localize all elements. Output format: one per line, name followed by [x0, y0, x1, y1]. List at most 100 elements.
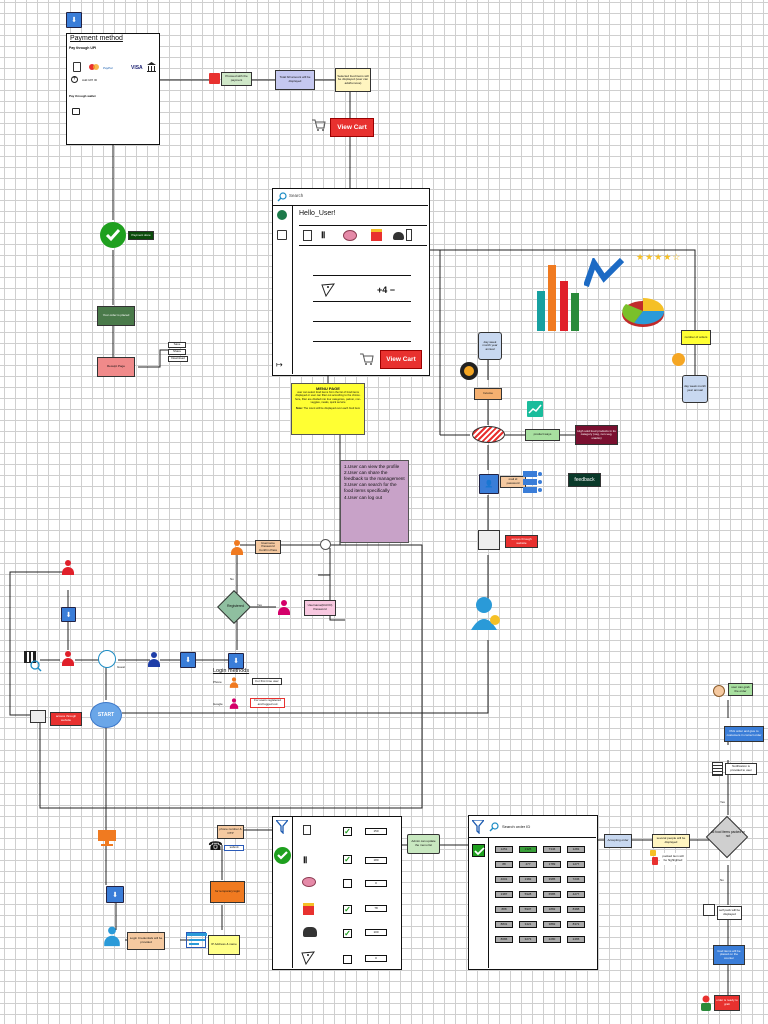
upi-label: Pay through UPI: [69, 46, 97, 50]
fries-icon[interactable]: [371, 229, 382, 241]
drink-cup-icon[interactable]: [303, 230, 312, 241]
kitchen-user-icon: [104, 926, 120, 948]
order-id-cell[interactable]: 5937: [519, 906, 537, 913]
fries-icon: [303, 903, 314, 915]
apply-filter-check-icon[interactable]: [274, 847, 291, 864]
order-id-cell[interactable]: 1789: [543, 861, 561, 868]
filter-checkbox[interactable]: ✓: [343, 827, 352, 836]
order-id-cell[interactable]: 6585: [543, 891, 561, 898]
menu-page-note: MENU PAGE user can select food items fro…: [291, 383, 365, 435]
order-id-cell[interactable]: 8388: [567, 906, 585, 913]
payment-title: Payment method: [70, 35, 123, 42]
menu-note-label: Note:: [295, 406, 303, 410]
order-id-cell[interactable]: 7346: [543, 846, 561, 853]
receipt-option-share[interactable]: Share: [168, 349, 186, 355]
order-id-cell[interactable]: 1382: [519, 876, 537, 883]
scan-search-icon: [30, 660, 42, 672]
burger-icon[interactable]: [393, 232, 404, 240]
order-id-cell[interactable]: 5928: [519, 891, 537, 898]
add-icon[interactable]: +: [71, 76, 78, 83]
star-rating-icon: ★★★★☆: [636, 252, 682, 262]
fork-knife-icon: Ⅱ: [303, 855, 308, 865]
filter-checkbox[interactable]: ✓: [343, 855, 352, 864]
bank-icon[interactable]: [147, 62, 156, 72]
pie-chart-icon: [620, 294, 666, 330]
order-id-cell[interactable]: 1882: [543, 906, 561, 913]
filter-count: 180: [365, 857, 387, 864]
order-check-icon[interactable]: [472, 844, 485, 857]
filter-table-frame: ✓ 150 Ⅱ ✓ 180 0 ✓ 78 ✓ 100 0: [272, 816, 402, 970]
mastercard-icon[interactable]: [89, 64, 99, 70]
order-id-cell[interactable]: 4001: [495, 876, 513, 883]
filter-checkbox[interactable]: ✓: [343, 929, 352, 938]
order-id-cell[interactable]: 88: [495, 861, 513, 868]
google-option-label: Google: [213, 702, 223, 706]
filter-count: 150: [365, 828, 387, 835]
menu-search-bar[interactable]: Search: [273, 189, 428, 206]
decision-no-label: No: [720, 878, 724, 882]
filter-count: 0: [365, 880, 387, 887]
order-id-cell[interactable]: 8372: [567, 921, 585, 928]
payment-done-label: Payment done: [128, 231, 154, 240]
order-id-cell[interactable]: 477: [519, 861, 537, 868]
cart-icon: [360, 352, 374, 366]
login-form-node: Username(Roll ID) Password: [304, 600, 336, 616]
guest-label: Guest: [117, 665, 126, 669]
order-id-cell[interactable]: 3882: [543, 921, 561, 928]
menu-side-rail: ↦: [273, 206, 293, 374]
order-id-cell[interactable]: 3421: [519, 921, 537, 928]
wallet-icon[interactable]: [72, 108, 80, 115]
order-search-bar[interactable]: Search order ID: [469, 816, 596, 838]
visa-label[interactable]: VISA: [131, 65, 143, 71]
menu-view-cart-button[interactable]: View Cart: [380, 350, 422, 369]
quantity-stepper[interactable]: +4 −: [377, 285, 396, 295]
start-node: START: [90, 702, 122, 728]
filter-checkbox[interactable]: [343, 879, 352, 888]
fork-knife-icon[interactable]: Ⅱ: [321, 230, 326, 240]
drink-icon[interactable]: [406, 229, 412, 241]
order-id-cell[interactable]: 4277: [567, 891, 585, 898]
website-window-icon: [30, 710, 46, 723]
edit-icon[interactable]: [277, 230, 287, 240]
filter-checkbox[interactable]: [343, 955, 352, 964]
cart-icon: [312, 118, 326, 132]
order-id-cell[interactable]: 1277: [567, 861, 585, 868]
order-id-cell[interactable]: 1281: [567, 846, 585, 853]
receipt-icon: [712, 762, 723, 776]
order-id-cell[interactable]: 2280: [543, 936, 561, 943]
order-id-cell[interactable]: 1325: [519, 846, 537, 853]
google-option-note: For users registered and logged out: [250, 698, 285, 708]
order-id-cell[interactable]: 2465: [567, 936, 585, 943]
order-id-cell[interactable]: 1251: [495, 846, 513, 853]
bar-chart-icon: [533, 263, 583, 333]
order-id-cell[interactable]: 3985: [543, 876, 561, 883]
feedback-list-icon: [523, 471, 543, 493]
profile-icon[interactable]: [277, 210, 287, 220]
view-cart-button[interactable]: View Cart: [330, 118, 374, 137]
order-id-cell[interactable]: 8686: [495, 936, 513, 943]
filter-icon[interactable]: [470, 819, 486, 835]
logout-icon[interactable]: ↦: [276, 360, 283, 369]
menu-divider: [313, 275, 411, 276]
order-id-cell[interactable]: 888: [495, 906, 513, 913]
add-upi-label[interactable]: Add UPI ID: [82, 78, 98, 82]
filter-icon[interactable]: [274, 819, 290, 835]
donut-icon[interactable]: [343, 230, 357, 241]
receipt-option-save[interactable]: Save: [168, 342, 186, 348]
paypal-label[interactable]: PayPal: [103, 66, 113, 70]
computer-icon: [98, 830, 116, 846]
receipt-option-download[interactable]: Download: [168, 356, 188, 362]
income-node: Income: [474, 388, 502, 400]
phone-otp-node: phone number & OTP: [217, 825, 244, 839]
filter-checkbox[interactable]: ✓: [343, 905, 352, 914]
upi-app-icon[interactable]: [73, 62, 81, 72]
order-id-cell[interactable]: 8831: [495, 921, 513, 928]
qr-code-icon[interactable]: [24, 651, 36, 663]
submit-button[interactable]: submit: [224, 845, 244, 851]
pizza-icon[interactable]: [321, 283, 335, 298]
order-id-cell[interactable]: 3273: [519, 936, 537, 943]
order-id-cell[interactable]: 1387: [495, 891, 513, 898]
order-id-cell[interactable]: 7236: [567, 876, 585, 883]
packed-decision-label: all food items packed or not: [711, 830, 745, 838]
display-icon: [703, 904, 715, 916]
